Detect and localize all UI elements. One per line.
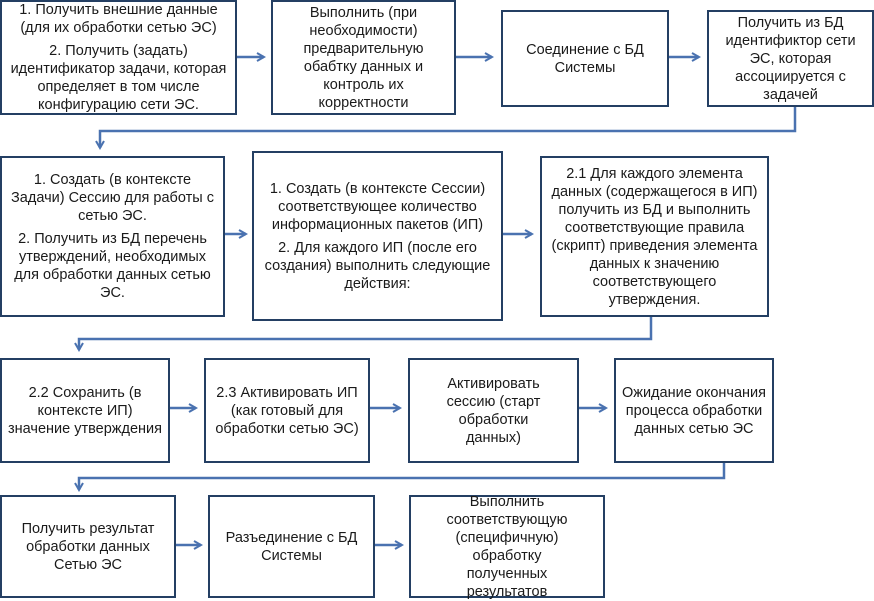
step-wait-processing: Ожидание окончания процесса обработки да… <box>614 358 774 463</box>
step-process-results: Выполнить соответствующую (специфичную) … <box>409 493 605 600</box>
step-text-line: 2.1 Для каждого элемента данных (содержа… <box>551 165 758 308</box>
step-text-line: 2. Получить из БД перечень утверждений, … <box>14 231 211 301</box>
step-disconnect-db: Разъединение с БД Системы <box>208 495 375 598</box>
step-text-line: 1. Получить внешние данные (для их обраб… <box>19 2 218 36</box>
step-create-session: 1. Создать (в контексте Задачи) Сессию д… <box>0 156 225 317</box>
arrow-row1-row2 <box>100 107 797 148</box>
arrow-row2-row3 <box>79 317 653 350</box>
step-text-line: Получить из БД идентификтор сети ЭС, кот… <box>725 14 856 103</box>
step-get-result: Получить результат обработки данных Сеть… <box>0 495 176 598</box>
step-text-line: Выполнить соответствующую (специфичную) … <box>446 493 568 600</box>
step-get-input-data: 1. Получить внешние данные (для их обраб… <box>0 0 237 115</box>
step-text-line: Выполнить (при необходимости) предварите… <box>303 4 424 111</box>
step-save-assertion: 2.2 Сохранить (в контексте ИП) значение … <box>0 358 170 463</box>
step-activate-session: Активировать сессию (старт обработки дан… <box>408 358 579 463</box>
arrow-row3-row4 <box>79 463 726 490</box>
step-connect-db: Соединение с БД Системы <box>501 10 669 107</box>
step-get-network-id: Получить из БД идентификтор сети ЭС, кот… <box>707 10 874 107</box>
step-text-line: Ожидание окончания процесса обработки да… <box>621 384 767 437</box>
step-text-line: Активировать сессию (старт обработки дан… <box>446 375 541 446</box>
step-apply-rules: 2.1 Для каждого элемента данных (содержа… <box>540 156 769 317</box>
step-text-line: 1. Создать (в контексте Сессии) соответс… <box>269 180 486 233</box>
step-text-line: Соединение с БД Системы <box>526 41 644 76</box>
step-text-line: Разъединение с БД Системы <box>225 529 358 564</box>
step-text-line: Получить результат обработки данных Сеть… <box>21 520 155 573</box>
step-text-line: 2. Для каждого ИП (после его создания) в… <box>264 239 491 292</box>
step-preprocess-data: Выполнить (при необходимости) предварите… <box>271 0 456 115</box>
step-text-line: 1. Создать (в контексте Задачи) Сессию д… <box>11 172 214 224</box>
step-activate-packet: 2.3 Активировать ИП (как готовый для обр… <box>204 358 370 463</box>
step-text-line: 2.3 Активировать ИП (как готовый для обр… <box>215 384 359 437</box>
step-text-line: 2. Получить (задать) идентификатор задач… <box>10 43 227 113</box>
step-text-line: 2.2 Сохранить (в контексте ИП) значение … <box>8 384 162 437</box>
step-create-packets: 1. Создать (в контексте Сессии) соответс… <box>252 151 503 321</box>
